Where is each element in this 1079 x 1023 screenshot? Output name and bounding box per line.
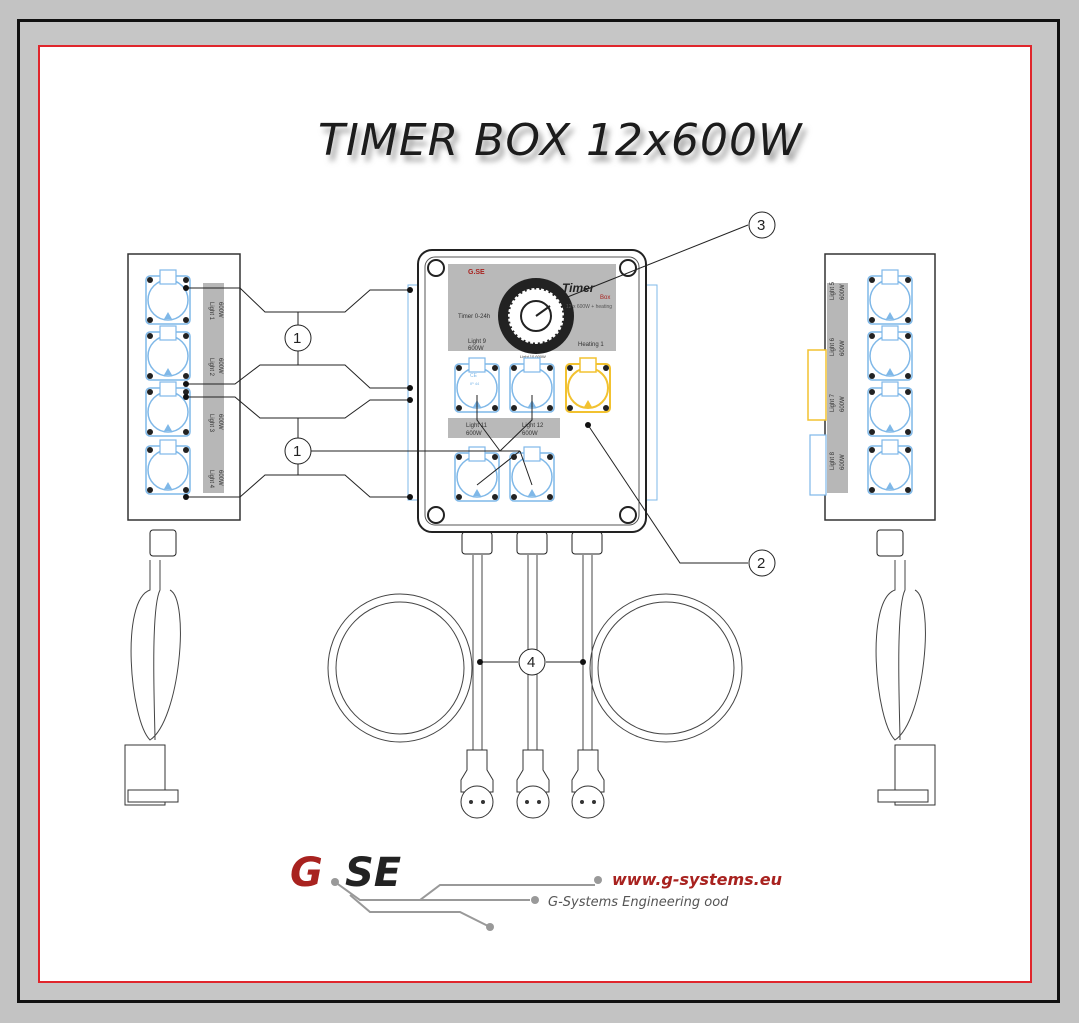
socket-power: 600W [522,431,538,437]
socket-label: Light 3 [208,414,214,433]
socket-label: Light 8 [830,451,836,470]
side-plug-left [124,744,179,806]
logo-se: SE [345,850,401,896]
socket-power: 600W [217,358,223,374]
plug-2 [516,749,550,819]
left-box: Light 1 Light 2 Light 3 Light 4 600W 600… [127,253,241,521]
socket-power: 600W [217,414,223,430]
center-box: G.SE Timer Box 12 x 600W + heating Timer… [407,249,658,533]
socket-label: Light 11 [466,423,488,429]
socket-power: 600W [466,431,482,437]
callout-1-bottom: 1 [293,443,301,460]
brand-sub: Box [600,295,610,301]
company-logo: G SE [290,850,602,931]
socket-power: 600W [840,396,846,412]
panel-logo: G.SE [468,269,485,276]
socket-label: Light 10 600W [520,354,546,359]
leader-lines [186,224,749,663]
website-link[interactable]: www.g-systems.eu [612,870,782,889]
socket-label: Light 1 [208,302,214,321]
socket-power: 600W [840,454,846,470]
socket-label: Light 5 [830,281,836,300]
ip-mark: IP 44 [470,381,480,386]
callout-3: 3 [757,217,765,234]
logo-g: G [290,850,323,896]
socket-power: 600W [840,284,846,300]
socket-label: Light 4 [208,470,214,489]
socket-label: Heating 1 [578,342,604,348]
socket-label: Light 9 [468,339,487,345]
socket-power: 600W [840,340,846,356]
plug-1 [460,749,494,819]
socket-label: Light 6 [830,337,836,356]
spec-text: 12 x 600W + heating [566,304,612,310]
callout-1-top: 1 [293,330,301,347]
socket-power: 600W [468,346,484,352]
socket-label: Light 7 [830,393,836,412]
leader-dots [183,285,591,665]
socket-label: Light 12 [522,423,544,429]
socket-power: 600W [217,302,223,318]
callout-bubbles [284,211,776,676]
timer-label: Timer 0-24h [458,314,490,320]
callout-4: 4 [527,654,535,671]
socket-power: 600W [217,470,223,486]
callout-2: 2 [757,555,765,572]
cable-glands [149,529,904,557]
company-name: G-Systems Engineering ood [548,895,729,910]
plug-3 [571,749,605,819]
page-title: TIMER BOX 12x600W [318,115,803,166]
brand-text: Timer [562,281,596,295]
cable-loops [130,555,926,760]
right-box: Light 5 Light 6 Light 7 Light 8 600W 600… [807,253,936,521]
side-plug-right [877,744,936,806]
socket-label: Light 2 [208,358,214,377]
ce-mark: CE [470,373,478,379]
